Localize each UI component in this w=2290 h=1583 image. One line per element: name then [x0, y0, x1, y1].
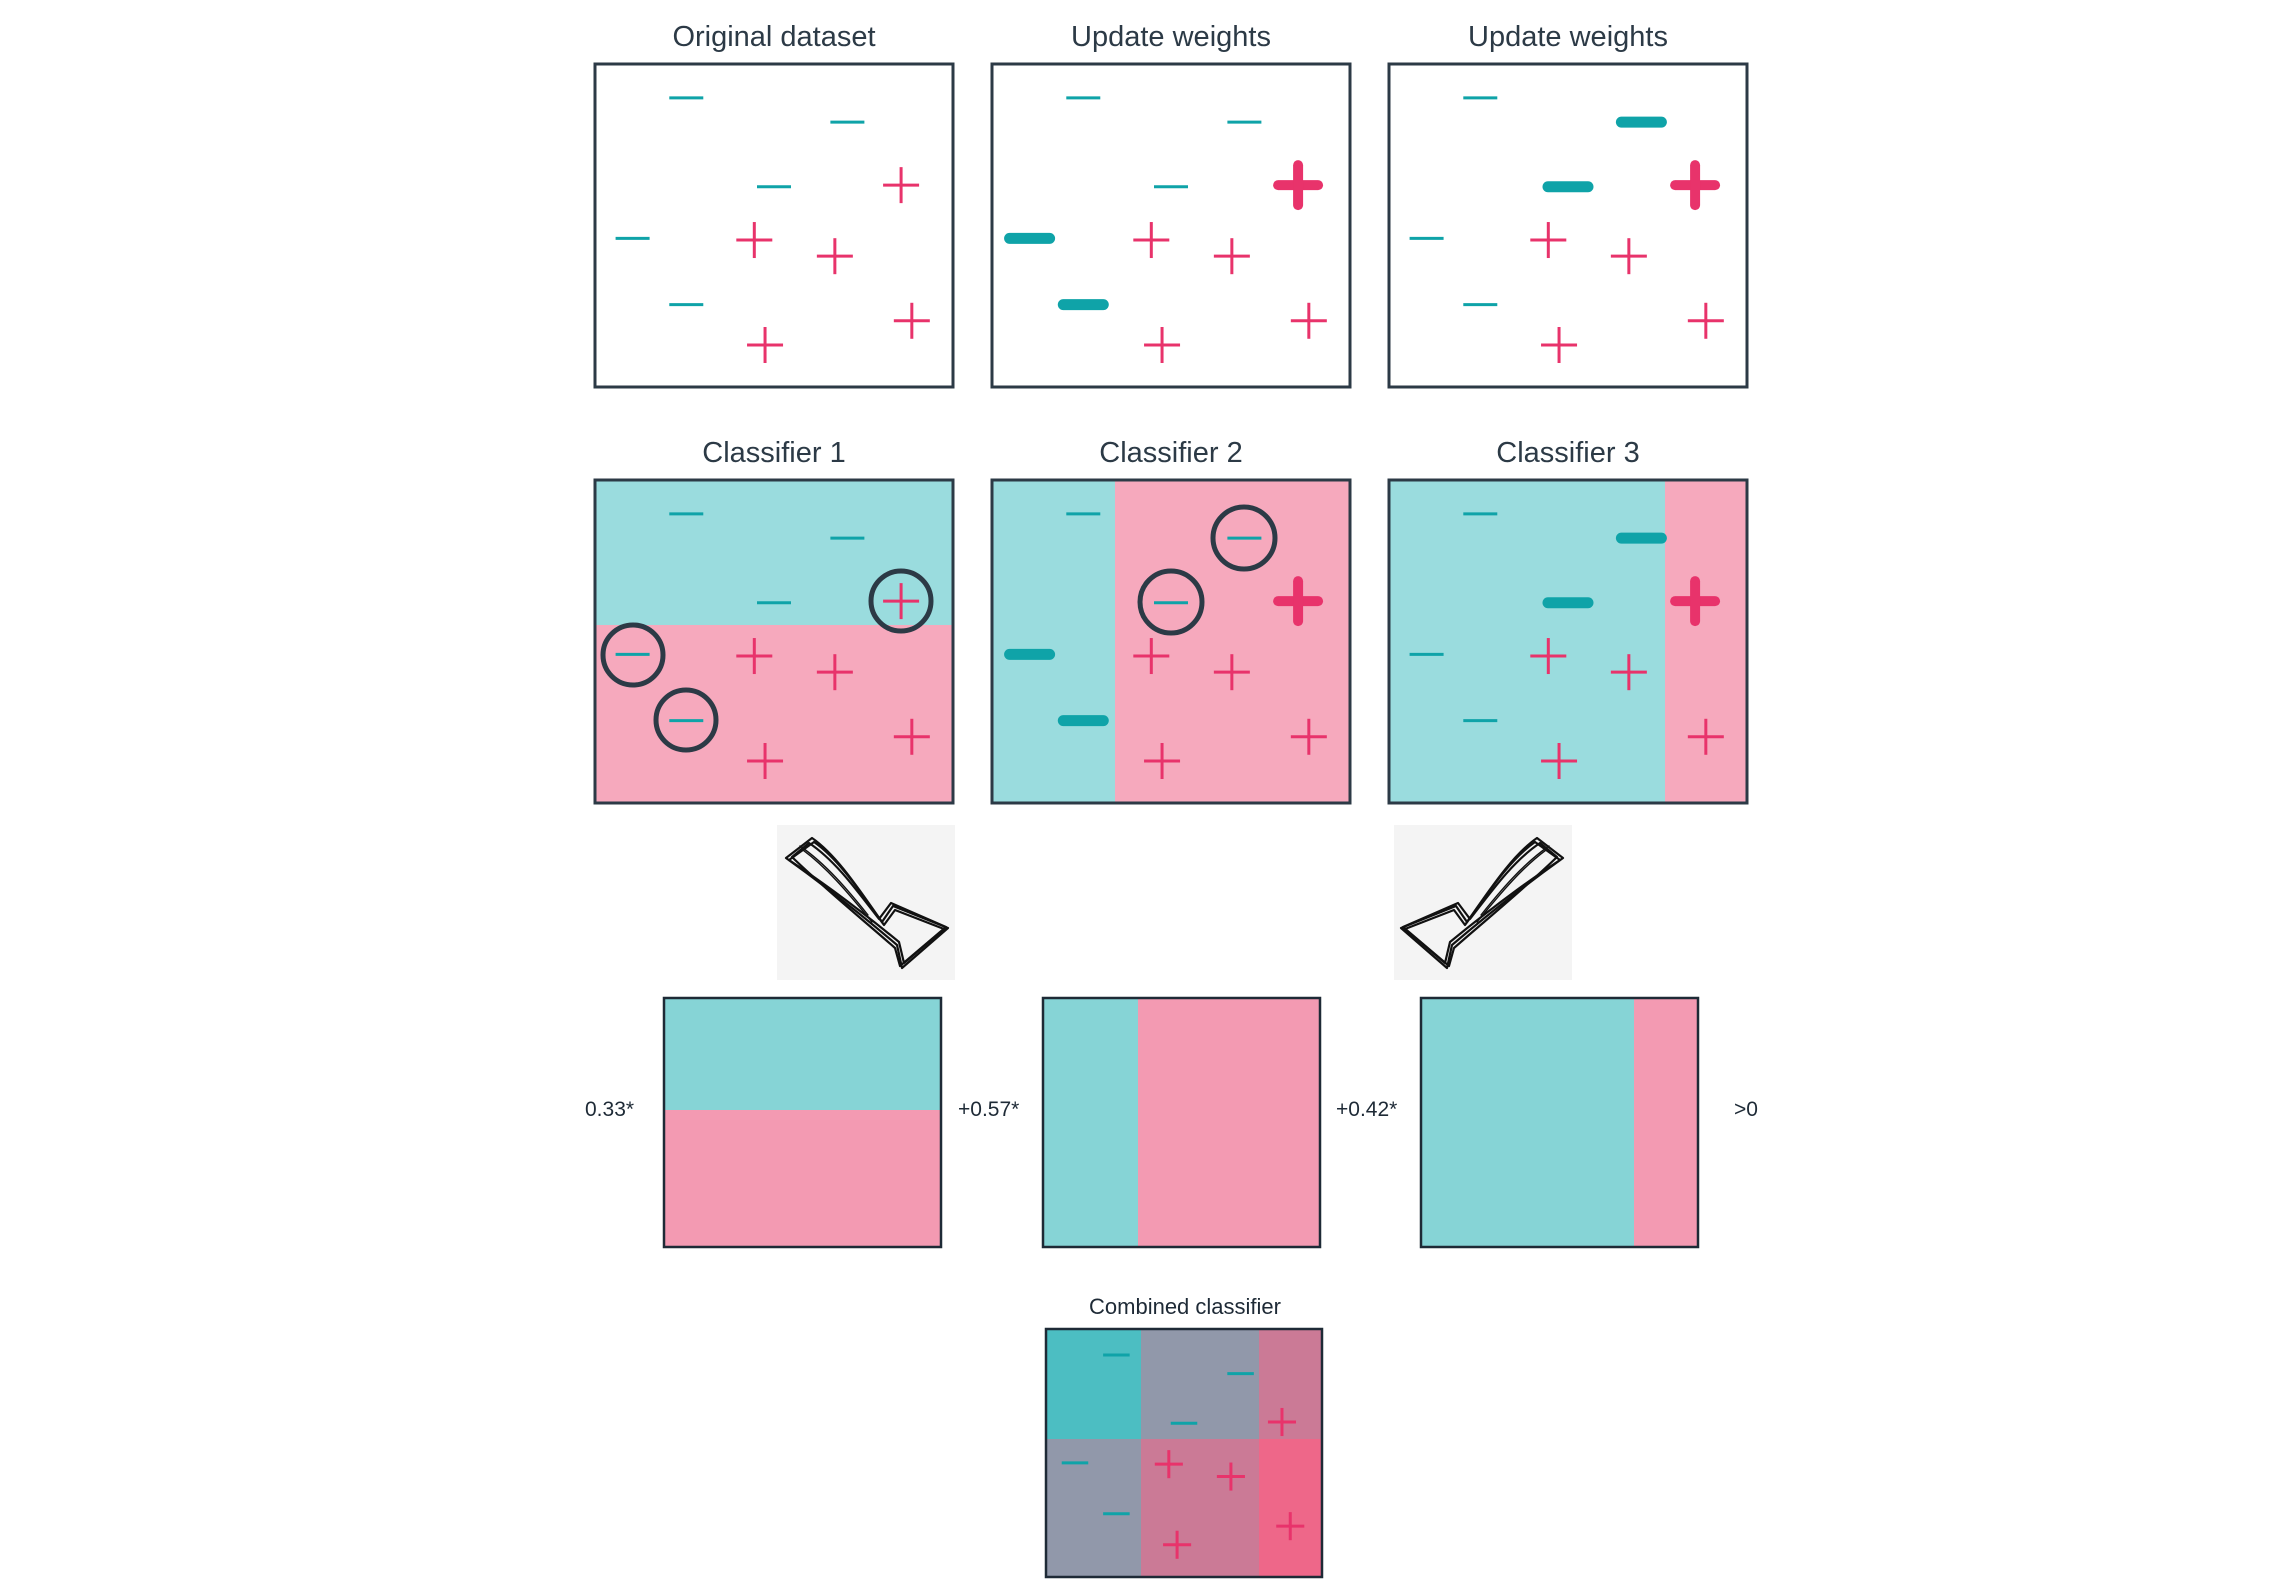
points-layer [1409, 96, 1724, 364]
weight-label-1: 0.33* [585, 1098, 634, 1121]
positive-sample-marker [1267, 1407, 1297, 1437]
weighted-classifier-3 [1419, 996, 1700, 1249]
panel-classifier-1 [595, 480, 953, 803]
points-layer [1409, 512, 1724, 780]
combined-classifier-panel [1044, 1327, 1324, 1579]
positive-sample-marker [1290, 718, 1327, 755]
region-positive [1634, 998, 1698, 1247]
points-layer [1061, 1353, 1305, 1559]
combined-classifier-title: Combined classifier [1089, 1294, 1281, 1319]
positive-sample-marker [1530, 222, 1567, 259]
panel-update-weights-1 [990, 62, 1352, 389]
positive-sample-marker [816, 654, 853, 691]
points-layer [1004, 512, 1327, 780]
positive-sample-marker [1144, 743, 1181, 780]
panel-update-weights-2 [1387, 62, 1749, 389]
points-layer [1004, 96, 1327, 364]
region-negative [1389, 480, 1665, 803]
positive-sample-marker [1273, 576, 1324, 627]
region-mixed [1046, 1439, 1141, 1577]
positive-sample-marker [893, 718, 930, 755]
positive-sample-marker [1670, 160, 1721, 211]
weighted-classifier-1 [662, 996, 943, 1249]
positive-sample-marker [1530, 638, 1567, 675]
region-positive [595, 625, 953, 803]
misclassified-marker [600, 622, 666, 688]
weighted-classifier-2 [1041, 996, 1322, 1249]
panel-title-classifier-3: Classifier 3 [1496, 437, 1639, 469]
weight-label-3: +0.42* [1336, 1098, 1397, 1121]
region-positive [1115, 480, 1350, 803]
positive-sample-marker [747, 743, 784, 780]
region-positive [664, 1110, 941, 1247]
positive-sample-marker [1541, 743, 1578, 780]
panel-frame [593, 62, 955, 389]
positive-sample-marker [1670, 576, 1721, 627]
positive-sample-marker [1213, 238, 1250, 275]
positive-sample-marker [1610, 238, 1647, 275]
panel-title-update-weights-1: Update weights [1071, 21, 1271, 53]
panel-frame [990, 62, 1352, 389]
panel-frame [593, 478, 955, 805]
misclassified-marker [868, 568, 934, 634]
curved-arrow-down-left-icon [1394, 825, 1572, 980]
positive-sample-marker [736, 222, 773, 259]
region-negative [1043, 998, 1138, 1247]
panel-classifier-3 [1389, 480, 1747, 803]
region-positive [1259, 1439, 1322, 1577]
panel-title-update-weights-2: Update weights [1468, 21, 1668, 53]
panel-frame [662, 996, 943, 1249]
positive-sample-marker [1213, 654, 1250, 691]
region-negative [1046, 1329, 1141, 1439]
region-positive [1138, 998, 1320, 1247]
panel-frame [990, 478, 1352, 805]
positive-sample-marker [816, 238, 853, 275]
positive-sample-marker [1687, 302, 1724, 339]
region-negative [664, 998, 941, 1110]
weight-label-2: +0.57* [958, 1098, 1019, 1121]
threshold-label: >0 [1734, 1098, 1758, 1121]
positive-sample-marker [893, 302, 930, 339]
positive-sample-marker [1541, 327, 1578, 364]
region-positive-weak [1141, 1439, 1259, 1577]
positive-sample-marker [1687, 718, 1724, 755]
panel-title-classifier-1: Classifier 1 [702, 437, 845, 469]
points-layer [615, 512, 930, 780]
region-mixed [1141, 1329, 1259, 1439]
misclassified-marker [653, 687, 719, 753]
points-layer [615, 96, 930, 364]
panel-classifier-2 [992, 480, 1350, 803]
positive-sample-marker [1216, 1462, 1245, 1491]
positive-sample-marker [1144, 327, 1181, 364]
positive-sample-marker [1610, 654, 1647, 691]
panel-frame [1419, 996, 1700, 1249]
positive-sample-marker [736, 638, 773, 675]
positive-sample-marker [1163, 1530, 1192, 1559]
positive-sample-marker [1133, 638, 1170, 675]
positive-sample-marker [1276, 1512, 1305, 1541]
panel-frame [1387, 62, 1749, 389]
panel-title-original-dataset: Original dataset [672, 21, 875, 53]
region-negative [1421, 998, 1634, 1247]
misclassified-marker [1137, 568, 1205, 636]
region-negative [992, 480, 1115, 803]
positive-sample-marker [883, 583, 920, 620]
positive-sample-marker [1154, 1450, 1183, 1479]
panel-frame [1387, 478, 1749, 805]
curved-arrow-down-right-icon [777, 825, 955, 980]
positive-sample-marker [1133, 222, 1170, 259]
positive-sample-marker [1290, 302, 1327, 339]
panel-title-classifier-2: Classifier 2 [1099, 437, 1242, 469]
misclassified-marker [1210, 504, 1278, 572]
positive-sample-marker [883, 167, 920, 204]
panel-original-dataset [593, 62, 955, 389]
positive-sample-marker [747, 327, 784, 364]
panel-frame [1041, 996, 1322, 1249]
panel-frame [1044, 1327, 1324, 1579]
positive-sample-marker [1273, 160, 1324, 211]
